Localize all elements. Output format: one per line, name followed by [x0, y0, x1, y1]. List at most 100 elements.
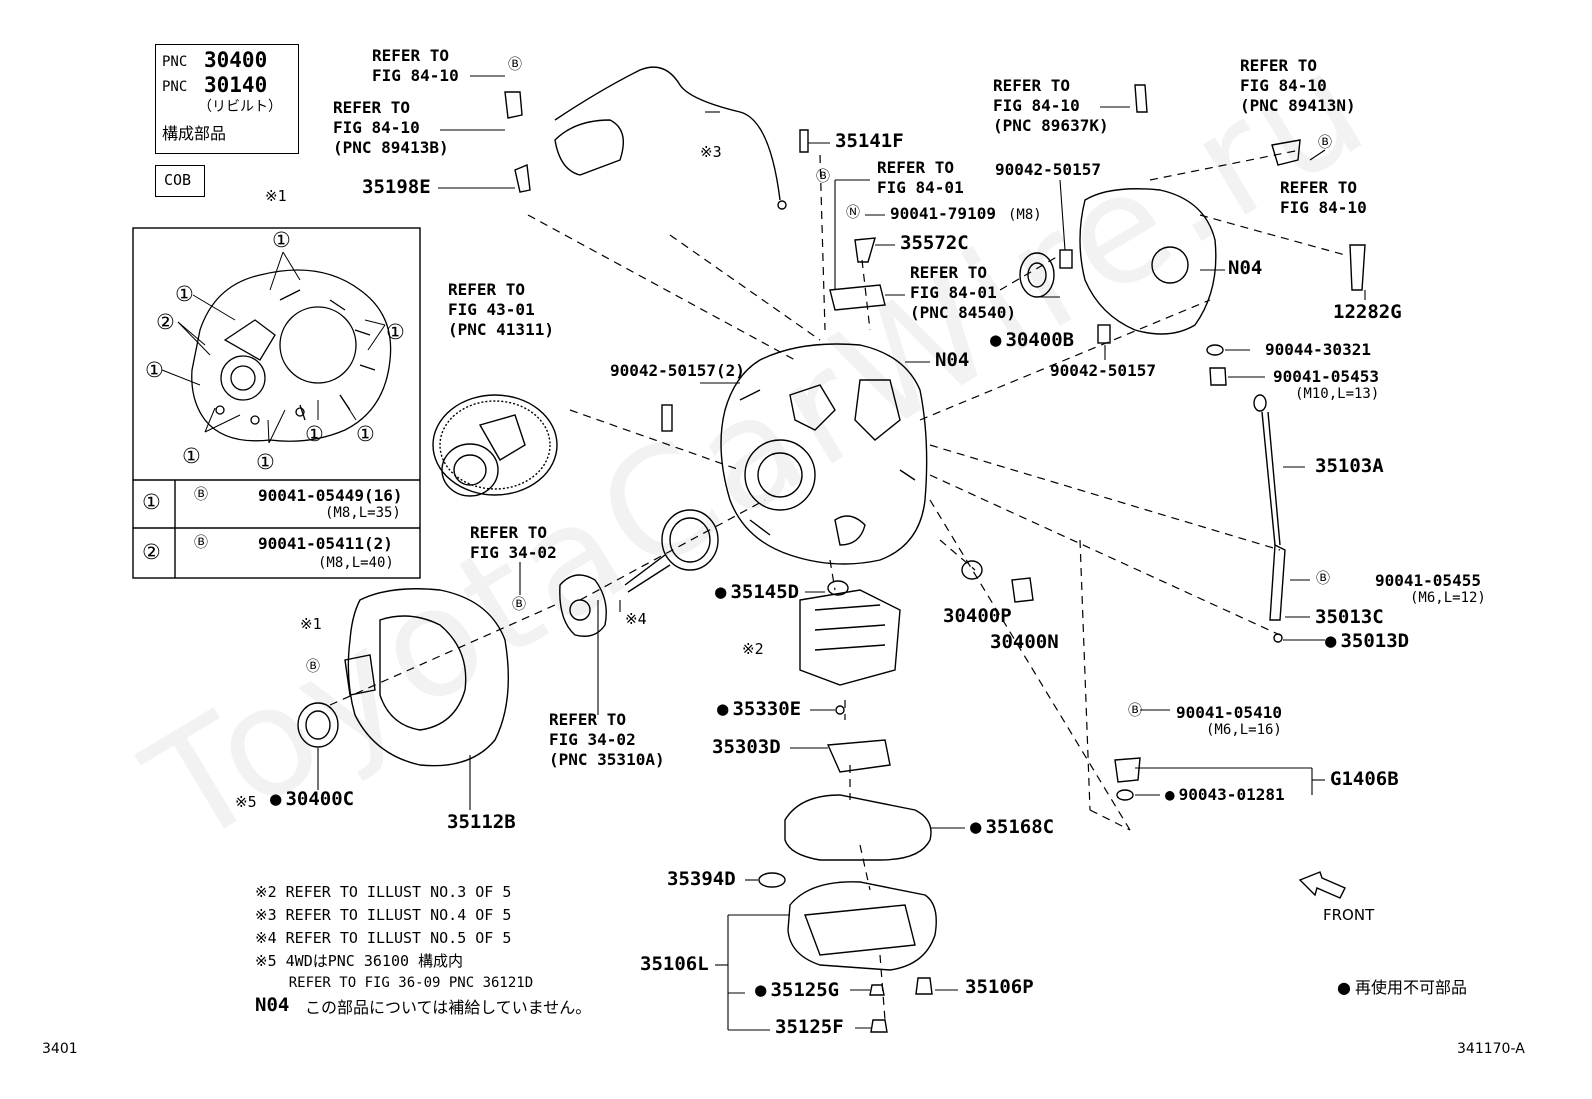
inset-marker-1h: ① [256, 450, 275, 474]
callout-90041-05453-spec: (M10,L=13) [1295, 386, 1380, 402]
pnc-prefix-2: PNC [162, 79, 188, 95]
pin-90042-a-drawing [1059, 249, 1073, 269]
callout-84540-a: REFER TO [910, 263, 988, 282]
callout-41311-b: FIG 43-01 [448, 300, 535, 319]
callout-35310a-a: REFER TO [549, 710, 627, 729]
inset-markers-lines [161, 251, 386, 444]
b-marker-2: Ⓑ [816, 169, 830, 185]
callout-30400n: 30400N [990, 631, 1059, 653]
ring-35145d-drawing [827, 580, 849, 596]
transaxle-case-drawing [720, 343, 928, 565]
pin-drawing [661, 404, 673, 432]
sensor-89637k-drawing [1134, 84, 1148, 113]
front-arrow-icon [1298, 871, 1346, 899]
cover-84540-drawing [829, 284, 886, 311]
callout-34-02-a: REFER TO [470, 523, 548, 542]
sensor-89413n-drawing [1271, 139, 1301, 166]
callout-35145d: 35145D [715, 583, 799, 602]
b-marker-7: Ⓑ [1128, 703, 1142, 719]
callout-n04-right: N04 [1228, 257, 1263, 279]
callout-89413n-b: FIG 84-10 [1240, 76, 1327, 95]
callout-35198e: 35198E [362, 176, 431, 198]
inset-marker-1b: ① [175, 282, 194, 306]
callout-90042-50157-b: 90042-50157 [1050, 361, 1156, 380]
b-marker-3: Ⓑ [1318, 135, 1332, 151]
page-number-right: 341170-A [1457, 1041, 1525, 1057]
callout-n04-center: N04 [935, 349, 970, 371]
callout-84-01-a: REFER TO [877, 158, 955, 177]
legend-non-reusable: 再使用不可部品 [1337, 980, 1467, 996]
inset-row2-spec: (M8,L=40) [318, 555, 394, 571]
inset-marker-2: ② [156, 310, 175, 334]
callout-35013d: 35013D [1325, 632, 1409, 651]
inset-row1-part: 90041-05449(16) [258, 486, 403, 505]
oring-35013d-drawing [1273, 633, 1283, 643]
n04-note-text: この部品については補給していません。 [305, 998, 592, 1017]
cob-box [155, 165, 205, 197]
guide-tube-drawing [1269, 543, 1286, 621]
bolt-35125f-drawing [870, 1019, 888, 1033]
callout-90044-30321: 90044-30321 [1265, 340, 1371, 359]
callout-90043-01281: 90043-01281 [1165, 787, 1285, 803]
callout-35141f: 35141F [835, 130, 904, 152]
oil-pan-drawing [787, 881, 937, 971]
b-marker-6: Ⓑ [306, 659, 320, 675]
breather-35141f-drawing [799, 129, 809, 153]
bracket-35572c-drawing [854, 237, 876, 263]
inset-row1-spec: (M8,L=35) [325, 505, 401, 521]
bracket-12282g-drawing [1349, 244, 1366, 291]
callout-90041-05453: 90041-05453 [1273, 367, 1379, 386]
b-marker-1: Ⓑ [508, 57, 522, 73]
inset-row2-part: 90041-05411(2) [258, 534, 393, 553]
callout-35125f: 35125F [775, 1016, 844, 1038]
solid-leaders [317, 75, 1366, 1031]
note-2: ※2 REFER TO ILLUST NO.3 OF 5 [255, 883, 512, 901]
callout-35330e: 35330E [717, 700, 801, 719]
strainer-drawing [826, 739, 891, 773]
inset-row1-b: Ⓑ [194, 487, 208, 503]
callout-41311-a: REFER TO [448, 280, 526, 299]
callout-35310a-b: FIG 34-02 [549, 730, 636, 749]
inset-marker-1d: ① [386, 320, 405, 344]
callout-ref-84-10-b: FIG 84-10 [372, 66, 459, 85]
cob-label: COB [164, 171, 192, 189]
callout-star5: ※5 [235, 793, 257, 811]
callout-84540-c: (PNC 84540) [910, 303, 1016, 322]
level-gauge-drawing [1253, 394, 1281, 546]
callout-star4: ※4 [625, 610, 647, 628]
callout-84540-b: FIG 84-01 [910, 283, 997, 302]
sensor-89413b-drawing [504, 91, 523, 119]
callout-35394d: 35394D [667, 868, 736, 890]
callout-90041-05455-spec: (M6,L=12) [1410, 590, 1486, 606]
side-cover-drawing [1079, 188, 1217, 335]
pnc-prefix-1: PNC [162, 54, 188, 70]
inset-housing-drawing [191, 269, 392, 442]
callout-35106p: 35106P [965, 976, 1034, 998]
callout-35103a: 35103A [1315, 455, 1384, 477]
note-4: ※4 REFER TO ILLUST NO.5 OF 5 [255, 929, 512, 947]
b-marker-4: Ⓑ [512, 597, 526, 613]
callout-35303d: 35303D [712, 736, 781, 758]
inset-row2-b: Ⓑ [194, 535, 208, 551]
callout-90041-05455: 90041-05455 [1375, 571, 1481, 590]
callout-35112b: 35112B [447, 811, 516, 833]
ring-35330e-drawing [835, 705, 845, 715]
sensor-g1406b-drawing [1114, 757, 1141, 783]
callout-90042-50157-2: 90042-50157(2) [610, 361, 745, 380]
plug-35106p-drawing [915, 977, 933, 995]
n-marker: Ⓝ [846, 205, 860, 221]
inset-row1-marker: ① [142, 490, 161, 514]
plug-90041-05453-drawing [1209, 367, 1227, 386]
plug-30400n-drawing [1011, 577, 1034, 603]
harness-drawing [554, 66, 787, 210]
callout-89413b-a: REFER TO [333, 98, 411, 117]
converter-housing-drawing [344, 588, 510, 767]
callout-89413n-a: REFER TO [1240, 56, 1318, 75]
header-box [155, 44, 299, 154]
bracket-35198e-drawing [514, 163, 531, 193]
callout-30400c: 30400C [270, 790, 354, 809]
callout-35106l: 35106L [640, 953, 709, 975]
callout-84-10-r-b: FIG 84-10 [1280, 198, 1367, 217]
inset-marker-1f: ① [356, 422, 375, 446]
